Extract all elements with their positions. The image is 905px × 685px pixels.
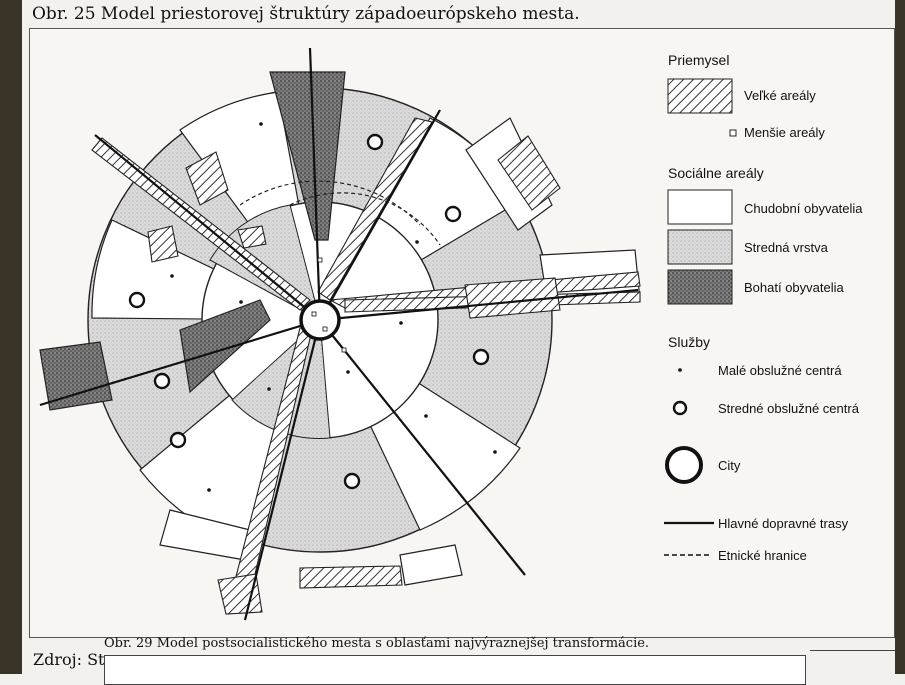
legend-services-heading: Služby bbox=[668, 334, 710, 350]
legend-social-heading: Sociálne areály bbox=[668, 165, 764, 181]
legend-poor-label: Chudobní obyvatelia bbox=[744, 201, 863, 216]
dark-right-edge bbox=[895, 0, 905, 674]
city-center bbox=[299, 299, 341, 341]
next-figure-frame bbox=[104, 655, 806, 685]
legend-small-center-dot bbox=[678, 368, 682, 372]
ethnic-boundaries bbox=[239, 180, 441, 246]
industry-small-areas bbox=[317, 257, 347, 353]
next-figure-rule bbox=[810, 650, 895, 651]
legend-middle-label: Stredná vrstva bbox=[744, 240, 829, 255]
legend-road-label: Hlavné dopravné trasy bbox=[718, 516, 849, 531]
legend-medium-center-label: Stredné obslužné centrá bbox=[718, 401, 860, 416]
legend-large-areas-label: Veľké areály bbox=[744, 88, 816, 103]
legend-rich-swatch bbox=[667, 269, 733, 305]
legend-small-center-label: Malé obslužné centrá bbox=[718, 363, 842, 378]
legend-rich-label: Bohatí obyvatelia bbox=[744, 280, 845, 295]
legend-poor-swatch bbox=[667, 189, 733, 225]
legend-small-areas-label: Menšie areály bbox=[744, 125, 825, 140]
medium-service-centers bbox=[128, 133, 490, 490]
main-transport-routes bbox=[39, 47, 639, 621]
small-service-centers bbox=[170, 122, 497, 492]
legend-small-areas-icon bbox=[729, 129, 737, 137]
legend-industry-heading: Priemysel bbox=[668, 52, 729, 68]
legend-ethnic-label: Etnické hranice bbox=[718, 548, 807, 563]
rich-areas bbox=[39, 71, 346, 411]
legend-middle-swatch bbox=[667, 229, 733, 265]
dark-left-edge bbox=[0, 0, 22, 674]
source-label: Zdroj: St bbox=[33, 650, 105, 669]
legend-city-label: City bbox=[718, 458, 741, 473]
legend-city-icon bbox=[665, 446, 703, 484]
next-figure-caption: Obr. 29 Model postsocialistického mesta … bbox=[104, 636, 650, 651]
legend-large-areas-swatch bbox=[667, 78, 733, 114]
poor-areas bbox=[91, 91, 523, 549]
figure-title: Obr. 25 Model priestorovej štruktúry záp… bbox=[32, 4, 580, 24]
legend-medium-center-icon bbox=[672, 400, 688, 416]
legend: Priemysel Veľké areály Menšie areály Soc… bbox=[664, 52, 863, 563]
